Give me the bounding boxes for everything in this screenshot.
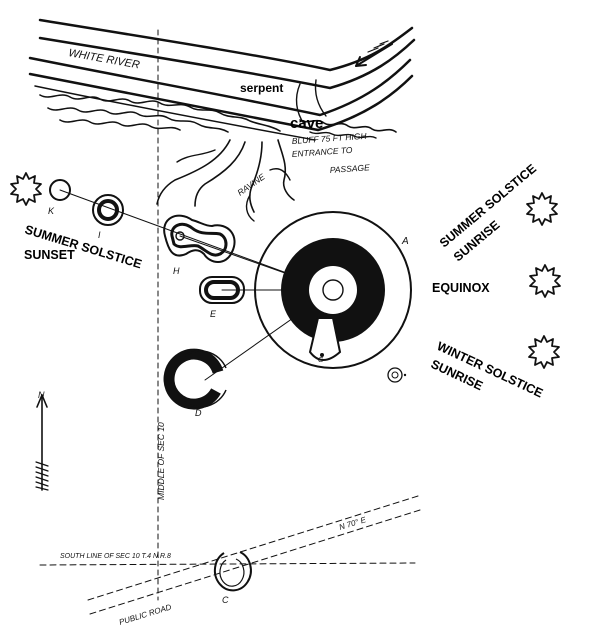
mound-i-label: I [98,230,101,240]
mound-h [163,214,236,263]
mound-e-label: E [210,309,217,319]
small-ring-mound [387,367,407,383]
mound-h-label: H [173,266,180,276]
summer-sunset-label-line2: SUNSET [24,248,75,262]
ravine-label: RAVINE [235,171,267,197]
sun-icon-equinox [529,264,561,298]
mound-c [213,551,252,592]
mound-k-label: K [48,206,55,216]
serpent-label: serpent [240,81,283,95]
public-road [87,495,421,615]
cave-label: cave [290,115,323,132]
sun-icon-summer-sunset [10,172,42,206]
mound-k [49,179,71,201]
mound-i [92,194,124,226]
bluff-hachures [39,79,397,222]
north-label: N [38,390,45,400]
flow-arrow-icon [355,40,393,67]
south-line-label: SOUTH LINE OF SEC 10 T.4 N.R.8 [60,553,171,560]
bearing-label: N 70° E [338,515,368,532]
sun-icon-winter-sunrise [528,335,560,369]
mound-d [163,348,227,410]
passage-label: PASSAGE [329,162,370,175]
mound-e [199,276,245,304]
mound-a [254,211,412,369]
mound-g-label: G [318,357,324,364]
mound-d-label: D [195,408,202,418]
south-section-line [39,562,416,566]
white-river: WHITE RIVER [28,18,416,141]
mound-a-label: A [401,236,409,247]
north-arrow-icon [35,394,49,491]
road-label: PUBLIC ROAD [118,602,173,627]
summer-sunset-label-line1: SUMMER SOLSTICE [23,222,143,271]
sun-icon-summer-sunrise [526,192,558,226]
bluff-height-label: BLUFF 75 FT HIGH [291,131,367,146]
mound-c-label: C [222,595,229,605]
entrance-label: ENTRANCE TO [291,145,353,159]
middle-sec-label: MIDDLE OF SEC 10 [156,422,166,500]
equinox-label: EQUINOX [432,281,490,295]
